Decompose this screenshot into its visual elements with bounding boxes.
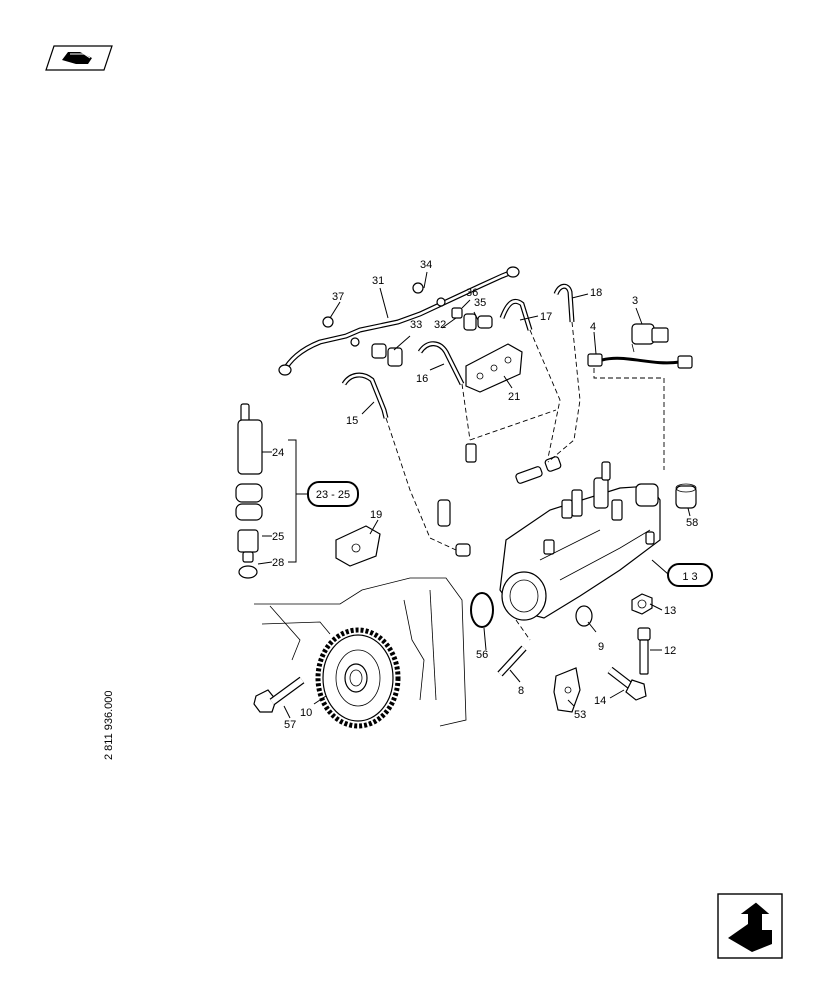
- harness-4: [587, 353, 693, 369]
- injection-pump: [499, 461, 661, 621]
- label-17: 17: [540, 311, 552, 323]
- bracket-53: [553, 667, 581, 713]
- injector-assembly: [235, 403, 308, 579]
- callout-1-3: 1 3: [667, 563, 713, 587]
- label-56: 56: [476, 649, 488, 661]
- drawing-code: 2 811 936.000: [103, 690, 115, 760]
- label-21: 21: [508, 391, 520, 403]
- label-31: 31: [372, 275, 384, 287]
- label-14: 14: [594, 695, 606, 707]
- bolt-14: [607, 666, 647, 701]
- label-18: 18: [590, 287, 602, 299]
- part-labels: 34 31 37 36 35 33 32 17 18 3 4 16 21 15 …: [272, 259, 698, 731]
- bracket-19: [335, 525, 381, 567]
- svg-text:23 - 25: 23 - 25: [316, 489, 350, 501]
- gear-10: [315, 627, 401, 729]
- o-ring-56: [470, 592, 494, 628]
- previous-page-icon[interactable]: [45, 45, 113, 71]
- label-12: 12: [664, 645, 676, 657]
- label-15: 15: [346, 415, 358, 427]
- dashed-leaders: [385, 321, 665, 641]
- next-page-icon[interactable]: [717, 893, 783, 959]
- label-37: 37: [332, 291, 344, 303]
- label-57: 57: [284, 719, 296, 731]
- engine-housing: [254, 577, 467, 727]
- label-10: 10: [300, 707, 312, 719]
- callout-23-25: 23 - 25: [307, 481, 359, 507]
- label-3: 3: [632, 295, 638, 307]
- bolt-57: [253, 676, 305, 713]
- sensor-3: [631, 323, 669, 353]
- label-9: 9: [598, 641, 604, 653]
- label-32: 32: [434, 319, 446, 331]
- label-33: 33: [410, 319, 422, 331]
- label-25: 25: [272, 531, 284, 543]
- leader-lines: [257, 271, 691, 719]
- label-53: 53: [574, 709, 586, 721]
- svg-text:1 3: 1 3: [682, 571, 697, 583]
- label-8: 8: [518, 685, 524, 697]
- label-19: 19: [370, 509, 382, 521]
- injector-pipes: [278, 266, 575, 419]
- sleeve-58: [675, 483, 697, 509]
- stud-8: [497, 645, 527, 677]
- bracket-21: [465, 343, 523, 393]
- label-36: 36: [466, 287, 478, 299]
- washer-nut: [575, 593, 653, 627]
- bolt-12: [637, 627, 651, 675]
- label-35: 35: [474, 297, 486, 309]
- pipe-fittings: [322, 282, 562, 557]
- label-24: 24: [272, 447, 284, 459]
- label-58: 58: [686, 517, 698, 529]
- label-4: 4: [590, 321, 596, 333]
- label-28: 28: [272, 557, 284, 569]
- label-16: 16: [416, 373, 428, 385]
- label-34: 34: [420, 259, 432, 271]
- label-13: 13: [664, 605, 676, 617]
